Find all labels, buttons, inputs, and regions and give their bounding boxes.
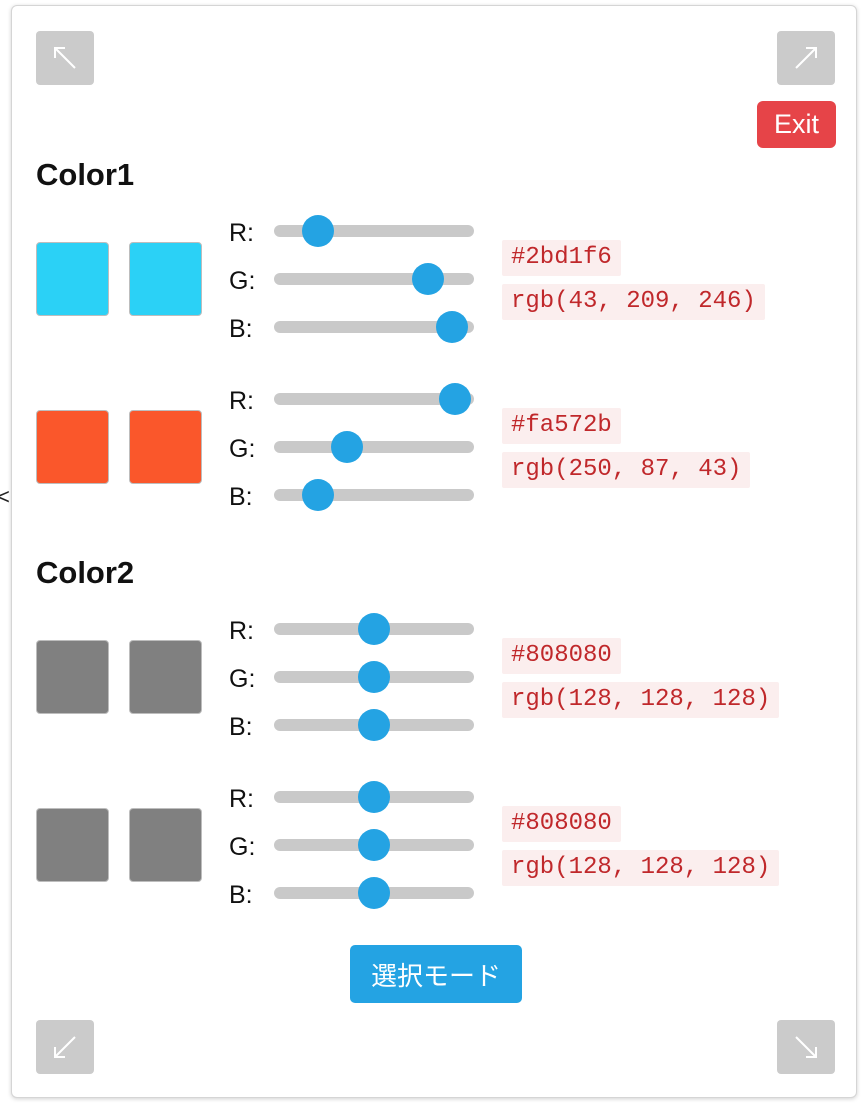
blue-slider[interactable]	[274, 709, 474, 741]
slider-thumb[interactable]	[358, 661, 391, 693]
green-label: G:	[229, 665, 256, 693]
color-swatch-preview	[129, 242, 202, 316]
blue-label: B:	[229, 881, 253, 909]
section-title: Color2	[36, 555, 135, 590]
exit-button[interactable]: Exit	[757, 101, 836, 148]
green-slider[interactable]	[274, 431, 474, 463]
red-label: R:	[229, 219, 254, 247]
stray-glyph: <	[0, 484, 10, 509]
rgb-code: rgb(128, 128, 128)	[502, 682, 780, 718]
slider-thumb[interactable]	[302, 479, 335, 511]
red-slider[interactable]	[274, 383, 474, 415]
arrow-up-right-icon	[795, 47, 817, 69]
green-label: G:	[229, 435, 256, 463]
hex-code: #2bd1f6	[502, 240, 621, 276]
color-swatch	[36, 242, 109, 316]
slider-thumb[interactable]	[358, 877, 391, 909]
slider-thumb[interactable]	[358, 781, 391, 813]
rgb-code: rgb(43, 209, 246)	[502, 284, 765, 320]
slider-thumb[interactable]	[411, 263, 444, 295]
red-label: R:	[229, 617, 254, 645]
resize-bottom-left-button[interactable]	[36, 1020, 94, 1074]
green-slider[interactable]	[274, 263, 474, 295]
red-label: R:	[229, 387, 254, 415]
selection-mode-button[interactable]: 選択モード	[350, 945, 522, 1003]
hex-code: #808080	[502, 638, 621, 674]
color-swatch	[36, 640, 109, 714]
blue-label: B:	[229, 483, 253, 511]
color-swatch	[36, 410, 109, 484]
slider-thumb[interactable]	[358, 613, 391, 645]
green-label: G:	[229, 267, 256, 295]
green-slider[interactable]	[274, 829, 474, 861]
arrow-down-right-icon	[795, 1036, 817, 1058]
blue-slider[interactable]	[274, 479, 474, 511]
blue-slider[interactable]	[274, 877, 474, 909]
color-swatch-preview	[129, 808, 202, 882]
red-slider[interactable]	[274, 613, 474, 645]
red-label: R:	[229, 785, 254, 813]
rgb-code: rgb(128, 128, 128)	[502, 850, 780, 886]
color-swatch-preview	[129, 410, 202, 484]
slider-thumb[interactable]	[358, 709, 391, 741]
slider-thumb[interactable]	[436, 311, 469, 343]
color-swatch	[36, 808, 109, 882]
resize-top-right-button[interactable]	[777, 31, 835, 85]
blue-slider[interactable]	[274, 311, 474, 343]
hex-code: #fa572b	[502, 408, 621, 444]
slider-thumb[interactable]	[302, 215, 335, 247]
rgb-code: rgb(250, 87, 43)	[502, 452, 751, 488]
arrow-up-left-icon	[54, 47, 76, 69]
blue-label: B:	[229, 713, 253, 741]
blue-label: B:	[229, 315, 253, 343]
section-title: Color1	[36, 157, 135, 192]
green-slider[interactable]	[274, 661, 474, 693]
resize-bottom-right-button[interactable]	[777, 1020, 835, 1074]
slider-thumb[interactable]	[358, 829, 391, 861]
red-slider[interactable]	[274, 781, 474, 813]
arrow-down-left-icon	[54, 1036, 76, 1058]
color-picker-panel	[11, 5, 857, 1098]
red-slider[interactable]	[274, 215, 474, 247]
resize-top-left-button[interactable]	[36, 31, 94, 85]
hex-code: #808080	[502, 806, 621, 842]
slider-thumb[interactable]	[438, 383, 471, 415]
slider-thumb[interactable]	[331, 431, 364, 463]
green-label: G:	[229, 833, 256, 861]
color-swatch-preview	[129, 640, 202, 714]
